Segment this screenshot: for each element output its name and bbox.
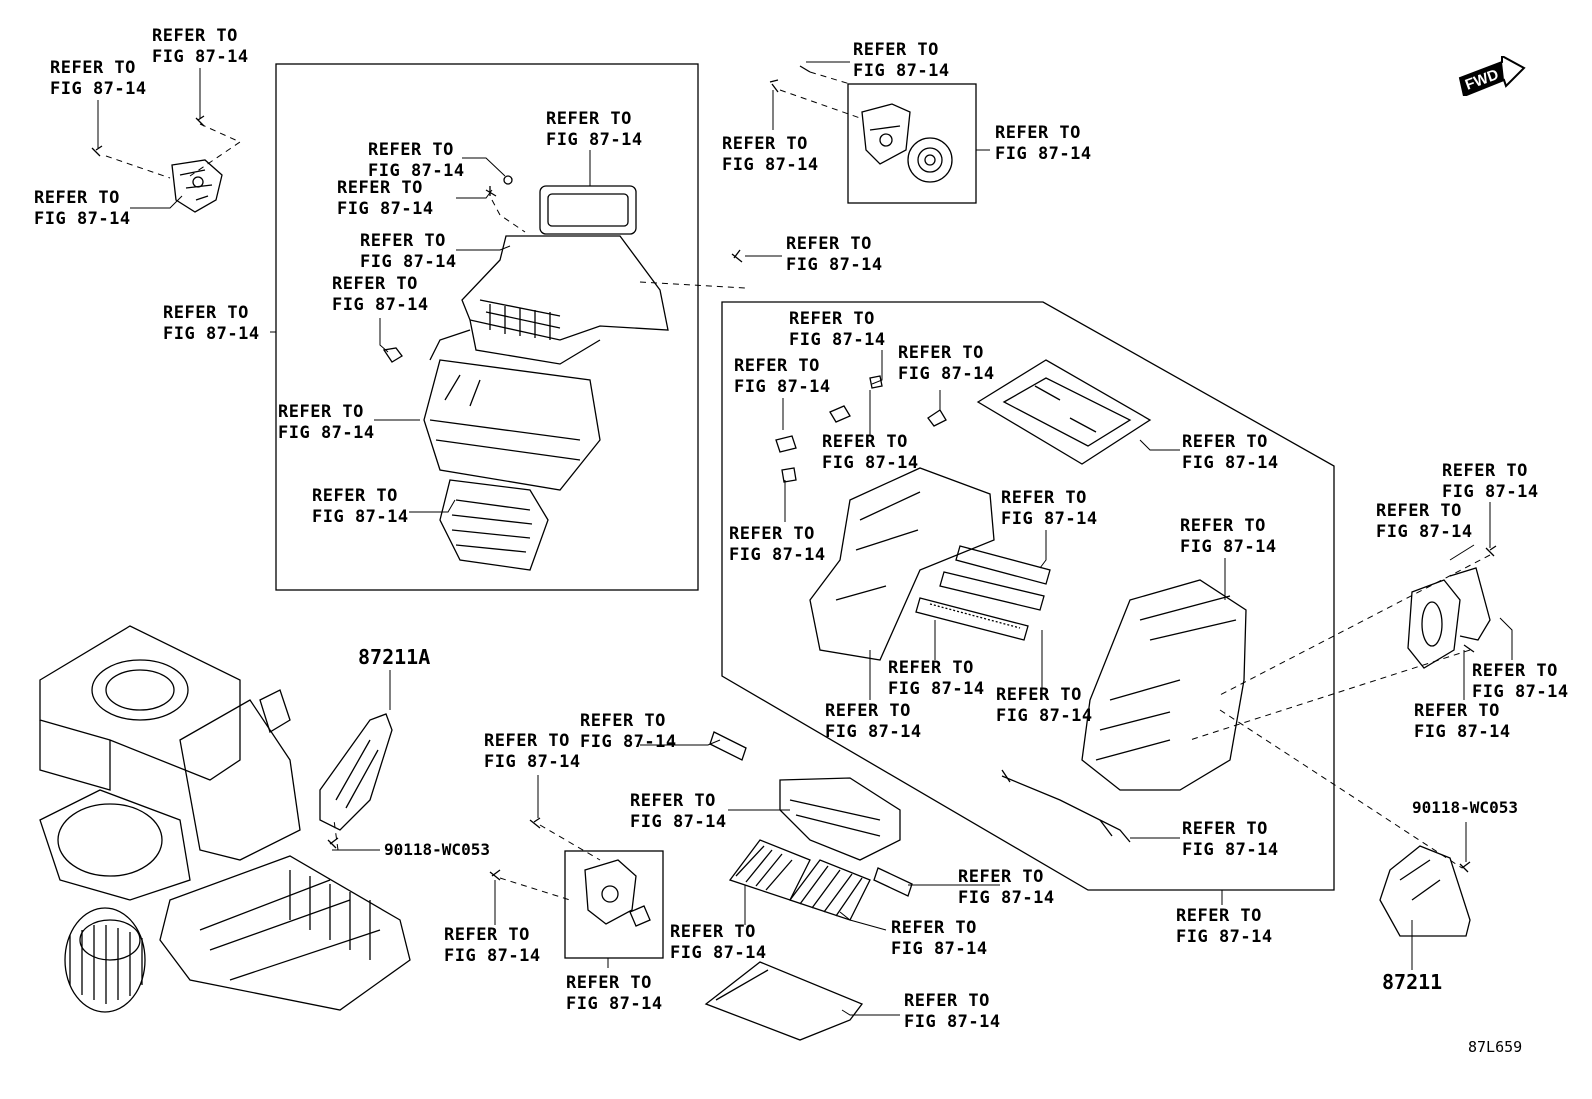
callout-label: REFER TO FIG 87-14 [360, 231, 457, 272]
callout-label: REFER TO FIG 87-14 [1376, 501, 1473, 542]
callout-label: REFER TO FIG 87-14 [891, 918, 988, 959]
callout-label: REFER TO FIG 87-14 [958, 867, 1055, 908]
callout-label: REFER TO FIG 87-14 [888, 658, 985, 699]
heater-case-group-box [721, 301, 1335, 891]
right-actuator [1407, 567, 1491, 669]
top-left-actuator [171, 159, 223, 213]
callout-label: REFER TO FIG 87-14 [996, 685, 1093, 726]
callout-label: REFER TO FIG 87-14 [332, 274, 429, 315]
figure-code: 87L659 [1468, 1038, 1523, 1056]
bracket-87211a [319, 713, 393, 831]
callout-label: REFER TO FIG 87-14 [163, 303, 260, 344]
callout-label: REFER TO FIG 87-14 [1176, 906, 1273, 947]
callout-label: REFER TO FIG 87-14 [734, 356, 831, 397]
callout-label: REFER TO FIG 87-14 [898, 343, 995, 384]
callout-label: REFER TO FIG 87-14 [630, 791, 727, 832]
callout-label: REFER TO FIG 87-14 [34, 188, 131, 229]
heater-case-parts [775, 359, 1247, 843]
upper-case-group-box [275, 63, 699, 591]
part-number-87211a[interactable]: 87211A [358, 645, 431, 669]
callout-label: REFER TO FIG 87-14 [853, 40, 950, 81]
callout-label: REFER TO FIG 87-14 [337, 178, 434, 219]
duct-87211 [1379, 845, 1471, 937]
callout-label: REFER TO FIG 87-14 [904, 991, 1001, 1032]
callout-label: REFER TO FIG 87-14 [566, 973, 663, 1014]
callout-label: REFER TO FIG 87-14 [822, 432, 919, 473]
upper-case [423, 185, 669, 491]
fwd-arrow-icon: FWD [1458, 56, 1526, 96]
callout-label: REFER TO FIG 87-14 [1180, 516, 1277, 557]
callout-label: REFER TO FIG 87-14 [368, 140, 465, 181]
callout-label: REFER TO FIG 87-14 [1182, 432, 1279, 473]
callout-label: REFER TO FIG 87-14 [670, 922, 767, 963]
part-number-87211[interactable]: 87211 [1382, 970, 1443, 994]
mode-damper [861, 103, 953, 183]
upper-filter [439, 479, 549, 571]
callout-label: REFER TO FIG 87-14 [1442, 461, 1539, 502]
callout-label: REFER TO FIG 87-14 [729, 524, 826, 565]
callout-label: REFER TO FIG 87-14 [789, 309, 886, 350]
servo-group-box [564, 850, 664, 959]
callout-label: REFER TO FIG 87-14 [1182, 819, 1279, 860]
callout-label: REFER TO FIG 87-14 [546, 109, 643, 150]
part-number-bolt[interactable]: 90118-WC053 [384, 840, 490, 859]
callout-label: REFER TO FIG 87-14 [152, 26, 249, 67]
lower-ducts [704, 731, 913, 1041]
callout-label: REFER TO FIG 87-14 [580, 711, 677, 752]
callout-label: REFER TO FIG 87-14 [278, 402, 375, 443]
servo-motor [584, 859, 651, 927]
callout-label: REFER TO FIG 87-14 [1001, 488, 1098, 529]
blower-assembly [39, 625, 411, 1013]
callout-label: REFER TO FIG 87-14 [1414, 701, 1511, 742]
mode-damper-group-box [847, 83, 977, 204]
callout-label: REFER TO FIG 87-14 [786, 234, 883, 275]
callout-label: REFER TO FIG 87-14 [995, 123, 1092, 164]
callout-label: REFER TO FIG 87-14 [722, 134, 819, 175]
callout-label: REFER TO FIG 87-14 [1472, 661, 1569, 702]
callout-label: REFER TO FIG 87-14 [444, 925, 541, 966]
callout-label: REFER TO FIG 87-14 [825, 701, 922, 742]
callout-label: REFER TO FIG 87-14 [312, 486, 409, 527]
part-number-bolt[interactable]: 90118-WC053 [1412, 798, 1518, 817]
callout-label: REFER TO FIG 87-14 [484, 731, 581, 772]
callout-label: REFER TO FIG 87-14 [50, 58, 147, 99]
